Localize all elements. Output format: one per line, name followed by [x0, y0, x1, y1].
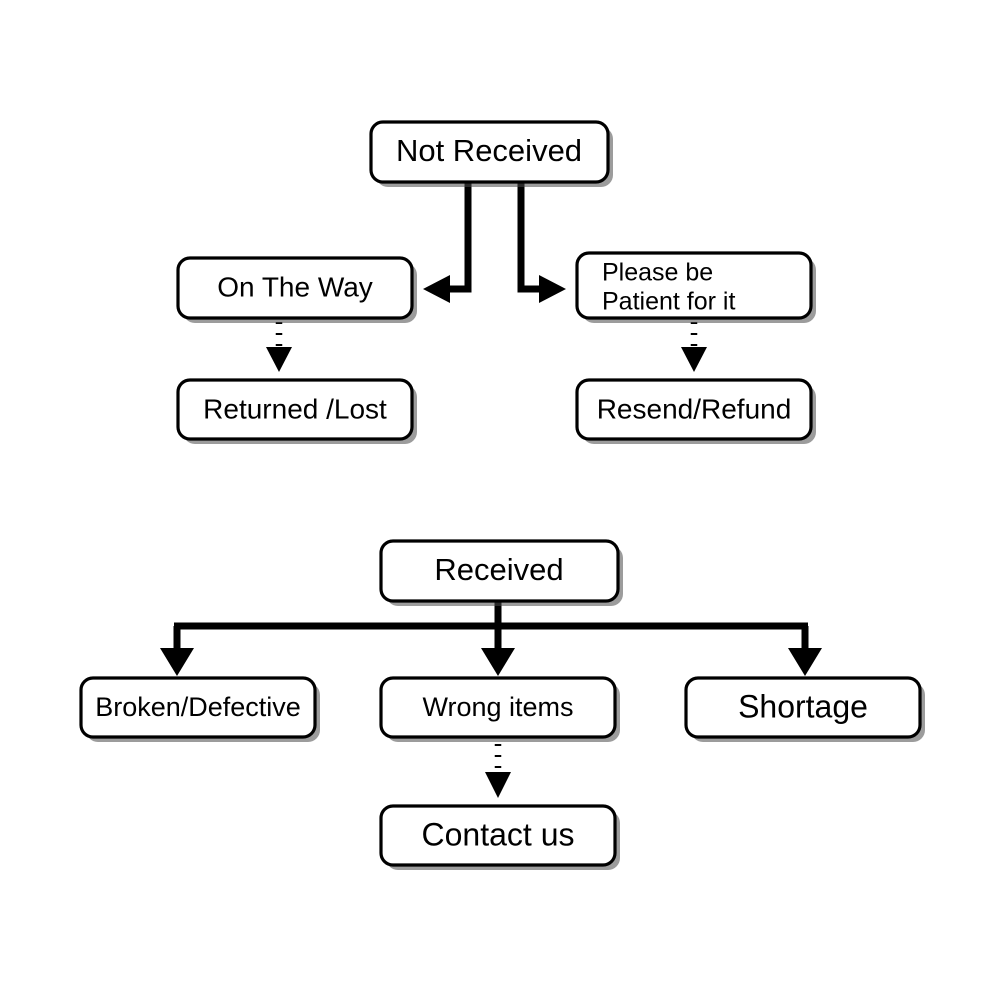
node-returned-lost[interactable]: Returned /Lost [176, 378, 417, 444]
node-resend-refund-label: Resend/Refund [597, 393, 792, 424]
node-on-the-way[interactable]: On The Way [176, 256, 417, 323]
node-not-received[interactable]: Not Received [369, 120, 613, 187]
edge-not-received-to-on-the-way [423, 182, 472, 303]
node-shortage[interactable]: Shortage [684, 676, 925, 742]
node-broken-defective[interactable]: Broken/Defective [79, 676, 320, 742]
edge-wrong-items-to-contact-us [485, 744, 511, 798]
edge-received-to-wrong-items [481, 626, 515, 676]
node-returned-lost-label: Returned /Lost [203, 393, 387, 424]
node-please-be-patient-label-line2: Patient for it [602, 288, 735, 316]
node-received[interactable]: Received [379, 539, 623, 606]
edge-on-the-way-to-returned-lost [266, 322, 292, 372]
node-broken-defective-label: Broken/Defective [95, 692, 301, 722]
node-shortage-label: Shortage [738, 688, 868, 724]
node-contact-us[interactable]: Contact us [379, 804, 620, 870]
node-wrong-items-label: Wrong items [422, 692, 573, 722]
node-please-be-patient[interactable]: Please be Patient for it [575, 251, 816, 323]
edge-received-to-shortage [788, 626, 822, 676]
node-not-received-label: Not Received [396, 133, 582, 168]
edge-please-be-patient-to-resend-refund [681, 322, 707, 372]
node-on-the-way-label: On The Way [217, 271, 373, 302]
node-received-label: Received [434, 552, 563, 587]
node-contact-us-label: Contact us [422, 816, 575, 852]
node-please-be-patient-label-line1: Please be [602, 259, 713, 287]
edge-not-received-to-please-be-patient [517, 182, 566, 303]
edge-received-to-broken-defective [160, 626, 194, 676]
node-resend-refund[interactable]: Resend/Refund [575, 378, 816, 444]
node-wrong-items[interactable]: Wrong items [379, 676, 620, 742]
